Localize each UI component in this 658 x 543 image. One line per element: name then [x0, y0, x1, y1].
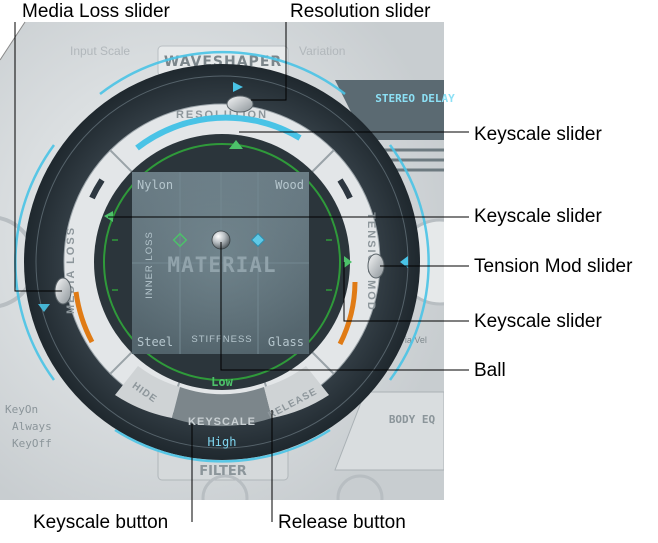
- stereo-delay-label[interactable]: STEREO DELAY: [375, 92, 455, 105]
- callout-tension-mod-slider: Tension Mod slider: [474, 256, 633, 277]
- callout-ball: Ball: [474, 360, 506, 381]
- always-label: Always: [12, 420, 52, 433]
- leader-lines: [14, 22, 469, 522]
- keyscale-low-label: Low: [211, 375, 233, 389]
- callout-keyscale-slider-right: Keyscale slider: [474, 311, 602, 332]
- steel-label: Steel: [137, 335, 173, 349]
- glass-label: Glass: [268, 335, 304, 349]
- body-eq-label[interactable]: BODY EQ: [389, 413, 436, 426]
- stiffness-axis-label: STIFFNESS: [191, 334, 252, 345]
- keyscale-slider-top[interactable]: [229, 140, 243, 149]
- callout-keyscale-button: Keyscale button: [33, 512, 169, 533]
- material-title: MATERIAL: [167, 253, 276, 277]
- keyscale-high-label: High: [208, 435, 237, 449]
- waveshaper-title: WAVESHAPER: [164, 54, 282, 70]
- keyscale-slider-right[interactable]: [344, 256, 352, 268]
- input-scale-label: Input Scale: [70, 44, 130, 58]
- callout-resolution-slider: Resolution slider: [290, 1, 431, 22]
- keyscale-button[interactable]: KEYSCALE: [188, 416, 256, 428]
- callout-keyscale-slider-left: Keyscale slider: [474, 206, 602, 227]
- wood-label: Wood: [275, 178, 304, 192]
- keyoff-label: KeyOff: [12, 437, 52, 450]
- keyon-label: KeyOn: [5, 403, 38, 416]
- variation-diamond-left[interactable]: [172, 232, 188, 248]
- variation-label: Variation: [299, 44, 345, 58]
- resolution-slider-knob[interactable]: [226, 95, 254, 113]
- variation-diamond-right[interactable]: [250, 232, 266, 248]
- inner-loss-axis-label: INNER LOSS: [144, 231, 155, 299]
- callout-keyscale-slider-top: Keyscale slider: [474, 124, 602, 145]
- callout-media-loss-slider: Media Loss slider: [22, 1, 170, 22]
- nylon-label: Nylon: [137, 178, 173, 192]
- callout-release-button: Release button: [278, 512, 406, 533]
- filter-label[interactable]: FILTER: [199, 464, 247, 479]
- keyscale-button-bg[interactable]: [172, 387, 272, 427]
